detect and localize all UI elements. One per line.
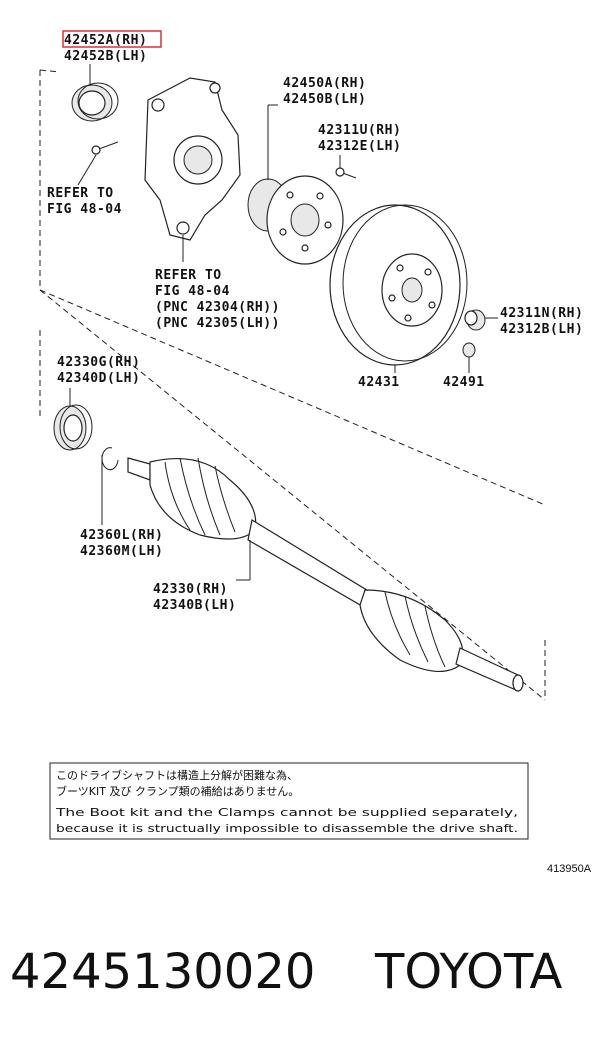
notice-line-1: このドライブシャフトは構造上分解が困難な為、 <box>56 768 298 782</box>
label-42312b: 42312B(LH) <box>500 322 583 337</box>
knuckle[interactable] <box>144 77 241 241</box>
label-refer2b: FIG 48-04 <box>155 284 230 299</box>
screw-42491[interactable] <box>462 342 476 358</box>
label-refer1b: FIG 48-04 <box>47 202 122 217</box>
frame-left <box>39 70 546 506</box>
bolt-left[interactable] <box>91 141 119 155</box>
hub-bolt-42311u[interactable] <box>335 167 357 179</box>
label-42340d: 42340D(LH) <box>57 371 140 386</box>
label-42360l: 42360L(RH) <box>80 528 163 543</box>
notice-box: このドライブシャフトは構造上分解が困難な為、 ブーツKIT 及び クランプ類の補… <box>49 762 529 840</box>
brake-disc-42431[interactable] <box>329 204 468 366</box>
label-42452a: 42452A(RH) <box>64 33 147 48</box>
label-42450b: 42450B(LH) <box>283 92 366 107</box>
label-42330g: 42330G(RH) <box>57 355 140 370</box>
label-refer2d: (PNC 42305(LH)) <box>155 316 280 331</box>
footer-brand: TOYOTA <box>374 944 563 1000</box>
bearing-42452[interactable] <box>71 82 119 122</box>
label-42452b: 42452B(LH) <box>64 49 147 64</box>
footer-part-number: 4245130020 <box>10 944 315 1000</box>
label-refer2c: (PNC 42304(RH)) <box>155 300 280 315</box>
frame-shaft-top <box>39 289 546 701</box>
label-42340b: 42340B(LH) <box>153 598 236 613</box>
label-42311u: 42311U(RH) <box>318 123 401 138</box>
label-42360m: 42360M(LH) <box>80 544 163 559</box>
label-42431: 42431 <box>358 375 400 390</box>
oil-seal-42330g[interactable] <box>53 404 93 451</box>
notice-line-3: The Boot kit and the Clamps cannot be su… <box>55 806 518 819</box>
label-42450a: 42450A(RH) <box>283 76 366 91</box>
frame-top <box>39 69 61 73</box>
figure-id: 413950A <box>547 863 592 875</box>
drive-shaft-42330[interactable] <box>127 457 524 692</box>
notice-line-4: because it is structually impossible to … <box>56 822 518 835</box>
snap-ring[interactable] <box>101 447 119 471</box>
notice-line-2: ブーツKIT 及び クランプ類の補給はありません。 <box>56 784 299 798</box>
label-refer1a: REFER TO <box>47 186 114 201</box>
label-42312e: 42312E(LH) <box>318 139 401 154</box>
leader-refer1 <box>77 154 97 186</box>
hub-42450[interactable] <box>247 175 344 265</box>
nut-42311n[interactable] <box>464 309 486 331</box>
label-42311n: 42311N(RH) <box>500 306 583 321</box>
highlight-box <box>62 30 162 48</box>
label-42491: 42491 <box>443 375 485 390</box>
label-refer2a: REFER TO <box>155 268 222 283</box>
label-42330: 42330(RH) <box>153 582 228 597</box>
